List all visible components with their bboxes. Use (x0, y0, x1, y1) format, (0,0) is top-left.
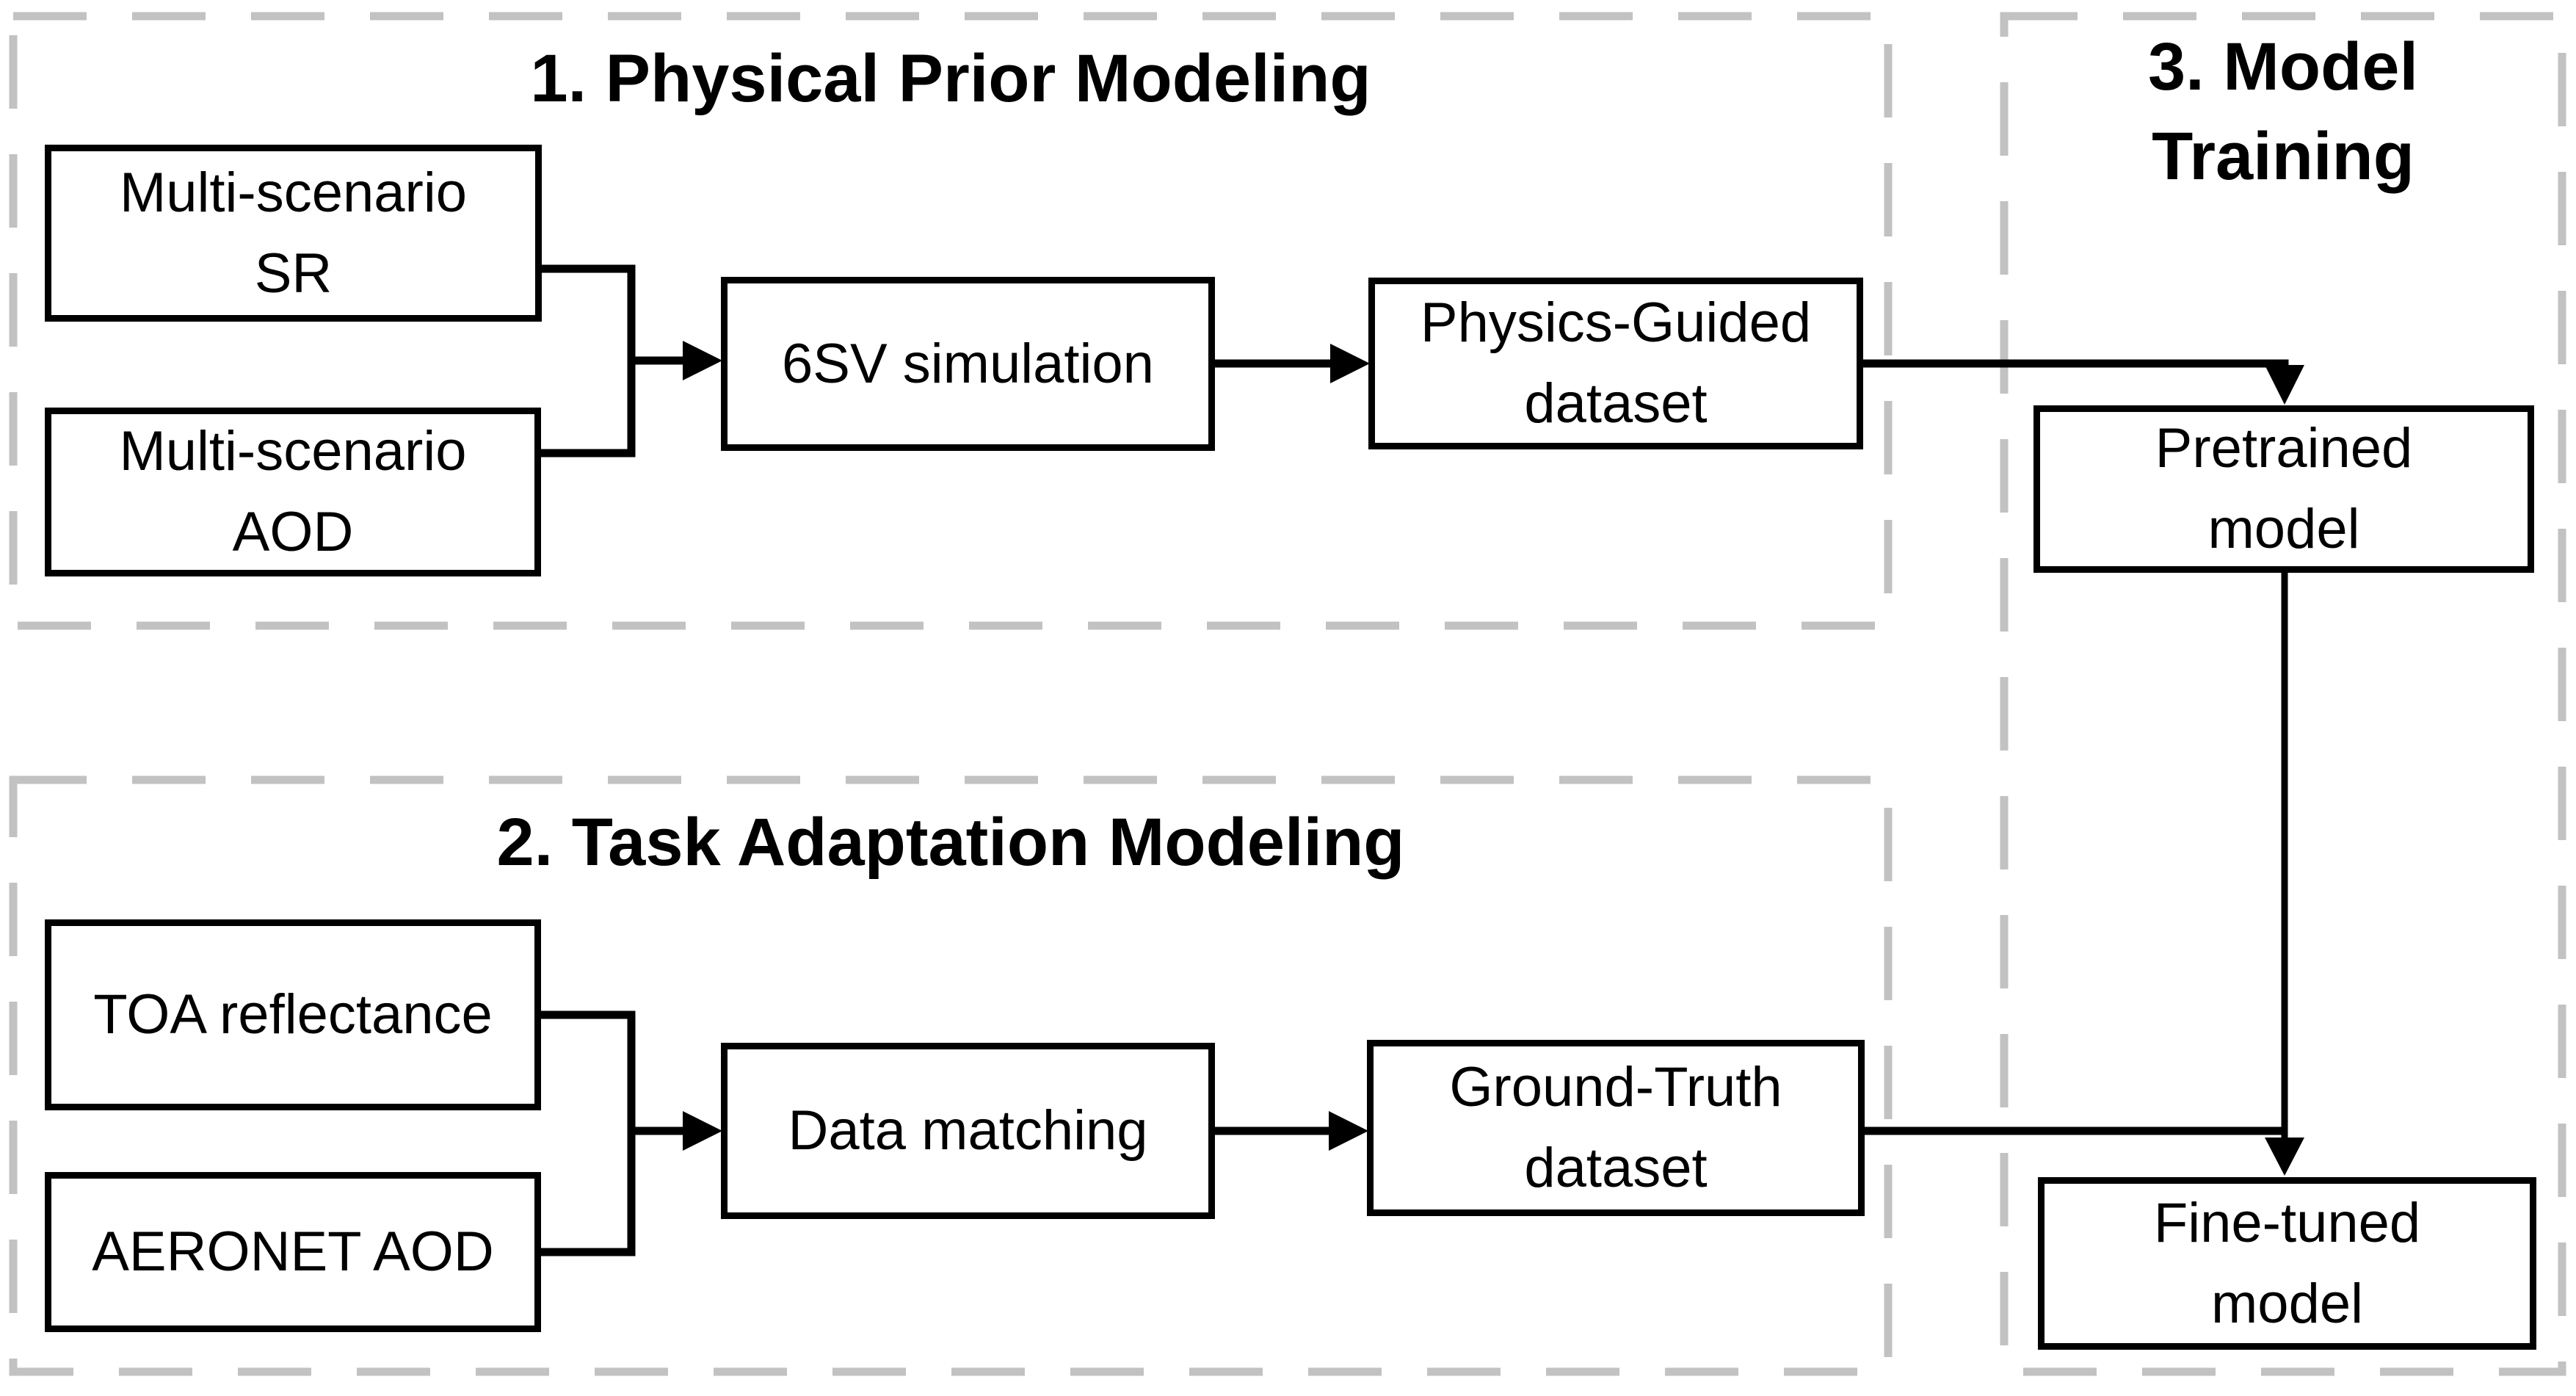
node-multi-scenario-aod-label-line2: AOD (232, 501, 354, 563)
node-aeronet-aod: AERONET AOD (45, 1172, 541, 1332)
panel-model-training-title-line1: 3. Model (2147, 29, 2419, 104)
node-6sv-simulation-label: 6SV simulation (782, 332, 1154, 395)
arrowhead-into-data-matching (683, 1111, 722, 1151)
node-ground-truth-dataset-label-line1: Ground-Truth (1449, 1056, 1782, 1118)
node-6sv-simulation: 6SV simulation (721, 277, 1215, 451)
node-physics-guided-dataset: Physics-Guided dataset (1368, 278, 1863, 449)
node-data-matching: Data matching (721, 1043, 1215, 1219)
arrowhead-into-ground-truth (1329, 1111, 1368, 1151)
connector-sr-aod-bracket (538, 264, 636, 458)
panel-task-adaptation-border (9, 775, 1893, 1376)
node-toa-reflectance-label: TOA reflectance (93, 983, 493, 1046)
node-multi-scenario-aod-label-line1: Multi-scenario (119, 420, 467, 482)
panel-model-training-title: 3. Model Training (2004, 22, 2562, 201)
node-multi-scenario-sr-label-line1: Multi-scenario (119, 161, 468, 224)
node-multi-scenario-sr: Multi-scenario SR (45, 145, 542, 322)
arrowhead-into-pretrained (2265, 365, 2304, 405)
arrowhead-into-fine-tuned (2265, 1138, 2304, 1176)
arrowhead-into-physics-guided (1330, 344, 1370, 383)
connector-physics-guided-to-pretrained (1863, 359, 2289, 368)
node-aeronet-aod-label: AERONET AOD (92, 1220, 494, 1283)
node-pretrained-model: Pretrained model (2033, 405, 2534, 573)
panel-model-training-border (2000, 12, 2566, 1376)
node-fine-tuned-model: Fine-tuned model (2038, 1177, 2536, 1350)
node-ground-truth-dataset: Ground-Truth dataset (1367, 1040, 1865, 1216)
node-fine-tuned-model-label-line1: Fine-tuned (2153, 1191, 2421, 1254)
node-physics-guided-dataset-label-line2: dataset (1524, 372, 1708, 435)
node-multi-scenario-sr-label-line2: SR (254, 242, 333, 305)
arrowhead-into-6sv (683, 341, 722, 380)
node-pretrained-model-label-line1: Pretrained (2155, 417, 2413, 480)
node-fine-tuned-model-label-line2: model (2211, 1272, 2363, 1335)
panel-physical-prior-title-text: 1. Physical Prior Modeling (530, 41, 1371, 116)
node-multi-scenario-aod: Multi-scenario AOD (45, 408, 541, 576)
panel-model-training-title-line2: Training (2152, 119, 2414, 194)
node-ground-truth-dataset-label-line2: dataset (1524, 1137, 1708, 1199)
connector-toa-aeronet-bracket (538, 1010, 636, 1256)
panel-physical-prior-border (9, 12, 1893, 630)
node-data-matching-label: Data matching (788, 1099, 1148, 1162)
node-pretrained-model-label-line2: model (2207, 498, 2360, 560)
panel-physical-prior-title: 1. Physical Prior Modeling (13, 34, 1888, 123)
panel-task-adaptation-title: 2. Task Adaptation Modeling (13, 798, 1888, 887)
node-toa-reflectance: TOA reflectance (45, 919, 541, 1110)
node-physics-guided-dataset-label-line1: Physics-Guided (1420, 292, 1812, 354)
panel-task-adaptation-title-text: 2. Task Adaptation Modeling (496, 805, 1405, 880)
